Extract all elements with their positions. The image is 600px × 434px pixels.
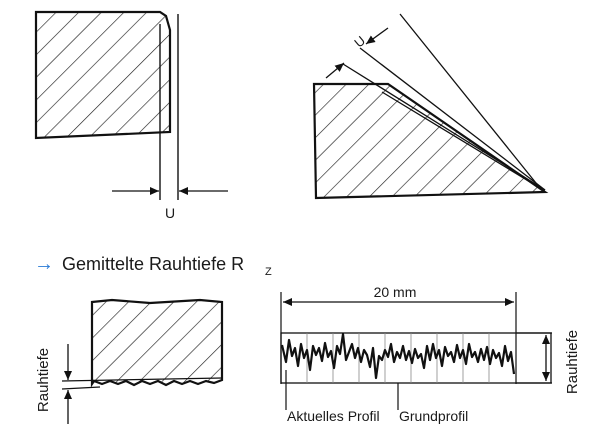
top-right-dim-arrow-a	[325, 62, 345, 79]
profile-band	[280, 332, 552, 384]
heading-text: Gemittelte Rauhtiefe R	[62, 254, 244, 274]
top-right-figure: U	[312, 13, 549, 200]
bottom-left-figure: Rauhtiefe	[35, 298, 224, 424]
top-right-u-label: U	[351, 33, 368, 51]
top-right-wedge	[312, 82, 549, 200]
bottom-right-rauhtiefe-label: Rauhtiefe	[564, 330, 581, 394]
aktuelles-profil-label: Aktuelles Profil	[287, 408, 380, 424]
bottom-left-baseline-top	[61, 377, 223, 382]
bottom-left-rauhtiefe-label: Rauhtiefe	[35, 348, 52, 412]
heading-subscript: Z	[265, 266, 272, 278]
top-left-workpiece	[34, 10, 172, 140]
bottom-right-figure: 20 mm Rauhtiefe Aktuelles Profil Grundpr…	[280, 284, 581, 424]
top-right-dim-arrow-b	[365, 27, 389, 45]
top-left-u-label: U	[165, 205, 175, 221]
top-right-inner-edge	[381, 91, 541, 189]
heading-arrow-icon: →	[34, 253, 54, 275]
top-right-ref-line-upper	[359, 47, 546, 191]
roughness-profile-curve	[280, 332, 516, 380]
span-length-label: 20 mm	[374, 284, 417, 300]
bottom-left-baseline-bottom	[61, 386, 101, 390]
top-right-diagonal	[399, 13, 541, 189]
grundprofil-label: Grundprofil	[399, 408, 468, 424]
top-right-ref-line-lower	[342, 63, 546, 191]
heading: → Gemittelte Rauhtiefe R Z	[34, 253, 272, 278]
bottom-left-workpiece	[90, 298, 224, 388]
top-left-figure: U	[34, 10, 228, 221]
